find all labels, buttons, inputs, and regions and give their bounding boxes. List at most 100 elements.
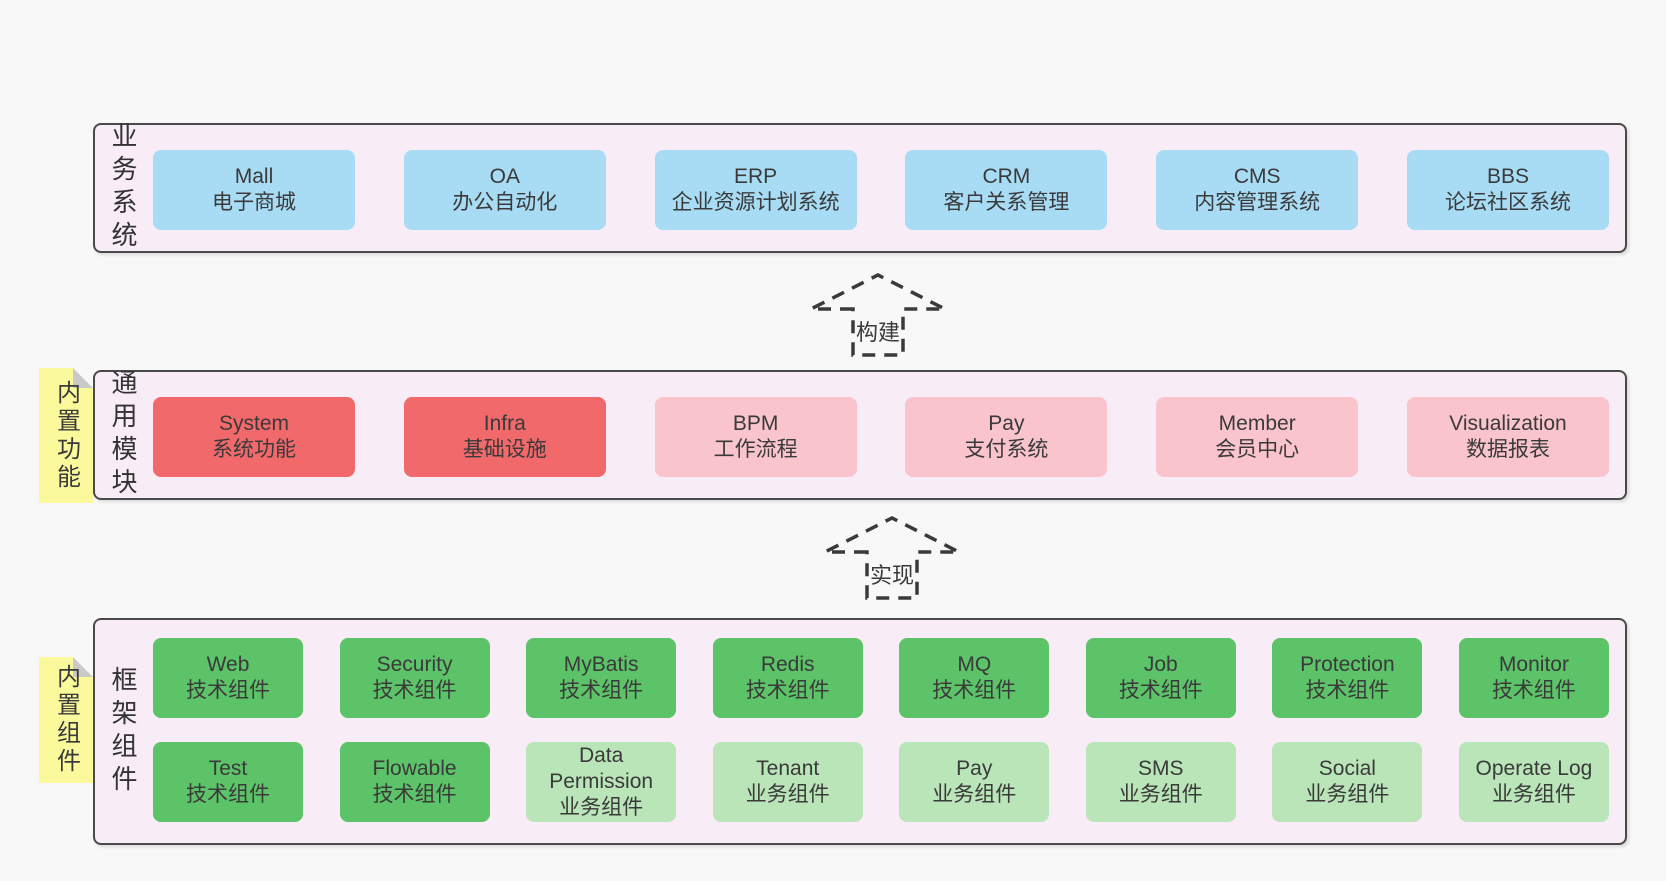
module-subtitle: 技术组件 xyxy=(1305,679,1390,702)
module-subtitle: 工作流程 xyxy=(713,438,798,461)
arrow-label: 构建 xyxy=(855,320,900,345)
module-subtitle: 业务组件 xyxy=(559,796,644,819)
module-title: Infra xyxy=(483,412,526,435)
layer-common-modules: 通用模块 System 系统功能 Infra 基础设施 BPM 工作流程 Pay 支付系统 Me… xyxy=(93,369,1627,501)
module-subtitle: 技术组件 xyxy=(372,679,457,702)
module-title: MQ xyxy=(957,653,992,676)
module-title: Tenant xyxy=(756,757,820,780)
module-subtitle: 技术组件 xyxy=(372,783,457,806)
box-row: System 系统功能 Infra 基础设施 BPM 工作流程 Pay 支付系统 Member 会… xyxy=(153,397,1609,477)
module-title: Pay xyxy=(956,757,993,780)
module-box-security: Security 技术组件 xyxy=(339,638,490,718)
module-box-pay: Pay 支付系统 xyxy=(905,397,1108,477)
module-title: Protection xyxy=(1300,653,1395,676)
module-title: Mall xyxy=(234,165,274,188)
module-title: BBS xyxy=(1486,165,1529,188)
module-subtitle: 业务组件 xyxy=(932,783,1017,806)
module-subtitle: 会员中心 xyxy=(1215,438,1300,461)
box-row: Mall 电子商城 OA 办公自动化 ERP 企业资源计划系统 CRM 客户关系管理 CMS 内容… xyxy=(153,150,1609,230)
module-subtitle: 论坛社区系统 xyxy=(1444,191,1571,214)
module-box-monitor: Monitor 技术组件 xyxy=(1458,638,1609,718)
up-arrow-icon xyxy=(824,516,960,600)
module-box-mall: Mall 电子商城 xyxy=(153,150,355,230)
sticky-note-builtin-features: 内置功能 xyxy=(39,368,93,503)
layer-label: 通用模块 xyxy=(108,369,138,501)
module-box-bbs: BBS 论坛社区系统 xyxy=(1406,150,1609,230)
module-box-bpm: BPM 工作流程 xyxy=(654,397,857,477)
module-title: Member xyxy=(1218,412,1296,435)
module-title: Job xyxy=(1143,653,1178,676)
module-title: Redis xyxy=(760,653,815,676)
module-title: System xyxy=(218,412,289,435)
module-box-pay: Pay 业务组件 xyxy=(899,742,1050,822)
module-subtitle: 技术组件 xyxy=(1491,679,1576,702)
sticky-note-label: 内置组件 xyxy=(52,664,80,776)
module-title: MyBatis xyxy=(563,653,639,676)
module-box-web: Web 技术组件 xyxy=(153,638,303,718)
module-subtitle: 业务组件 xyxy=(745,783,830,806)
module-title: ERP xyxy=(734,165,778,188)
module-box-cms: CMS 内容管理系统 xyxy=(1156,150,1359,230)
module-subtitle: 电子商城 xyxy=(212,191,296,214)
layer-label: 框架组件 xyxy=(108,665,138,798)
module-box-member: Member 会员中心 xyxy=(1156,397,1359,477)
module-box-mq: MQ 技术组件 xyxy=(899,638,1050,718)
module-box-erp: ERP 企业资源计划系统 xyxy=(654,150,857,230)
module-box-oa: OA 办公自动化 xyxy=(403,150,606,230)
module-subtitle: 技术组件 xyxy=(932,679,1017,702)
module-title: Monitor xyxy=(1498,653,1569,676)
module-subtitle: 技术组件 xyxy=(186,783,270,806)
layer-label: 业务系统 xyxy=(108,122,138,254)
arrow-label: 实现 xyxy=(869,563,914,588)
module-subtitle: 系统功能 xyxy=(212,438,296,461)
module-box-test: Test 技术组件 xyxy=(153,742,303,822)
module-subtitle: 数据报表 xyxy=(1465,438,1550,461)
module-title: Visualization xyxy=(1449,412,1567,435)
module-box-crm: CRM 客户关系管理 xyxy=(905,150,1108,230)
module-box-flowable: Flowable 技术组件 xyxy=(339,742,490,822)
module-title: CRM xyxy=(982,165,1031,188)
module-title: Pay xyxy=(988,412,1025,435)
module-title: SMS xyxy=(1138,757,1184,780)
module-box-infra: Infra 基础设施 xyxy=(403,397,606,477)
up-arrow-icon xyxy=(810,273,946,357)
module-title: Flowable xyxy=(372,757,457,780)
module-title: Data Permission xyxy=(549,744,654,793)
dashed-up-arrow-build: 构建 xyxy=(808,271,948,359)
module-subtitle: 办公自动化 xyxy=(452,191,558,214)
dashed-up-arrow-implement: 实现 xyxy=(822,514,962,602)
layer-business-systems: 业务系统 Mall 电子商城 OA 办公自动化 ERP 企业资源计划系统 CRM 客户关系管理… xyxy=(93,122,1627,254)
module-subtitle: 客户关系管理 xyxy=(943,191,1070,214)
sticky-note-builtin-components: 内置组件 xyxy=(39,657,93,783)
module-box-tenant: Tenant 业务组件 xyxy=(712,742,863,822)
module-box-data-permission: Data Permission 业务组件 xyxy=(526,742,677,822)
module-subtitle: 基础设施 xyxy=(462,438,547,461)
module-box-redis: Redis 技术组件 xyxy=(712,638,863,718)
module-box-system: System 系统功能 xyxy=(153,397,355,477)
module-subtitle: 支付系统 xyxy=(964,438,1049,461)
module-title: Test xyxy=(208,757,248,780)
module-subtitle: 技术组件 xyxy=(186,679,270,702)
module-subtitle: 企业资源计划系统 xyxy=(671,191,840,214)
module-subtitle: 业务组件 xyxy=(1305,783,1390,806)
module-subtitle: 技术组件 xyxy=(745,679,830,702)
module-subtitle: 内容管理系统 xyxy=(1194,191,1321,214)
module-subtitle: 技术组件 xyxy=(559,679,644,702)
module-title: OA xyxy=(489,165,520,188)
module-title: CMS xyxy=(1233,165,1281,188)
module-title: Web xyxy=(206,653,250,676)
module-title: BPM xyxy=(732,412,779,435)
module-subtitle: 业务组件 xyxy=(1491,783,1576,806)
module-title: Security xyxy=(376,653,453,676)
module-box-visualization: Visualization 数据报表 xyxy=(1406,397,1609,477)
sticky-note-label: 内置功能 xyxy=(52,379,80,492)
module-box-protection: Protection 技术组件 xyxy=(1272,638,1423,718)
